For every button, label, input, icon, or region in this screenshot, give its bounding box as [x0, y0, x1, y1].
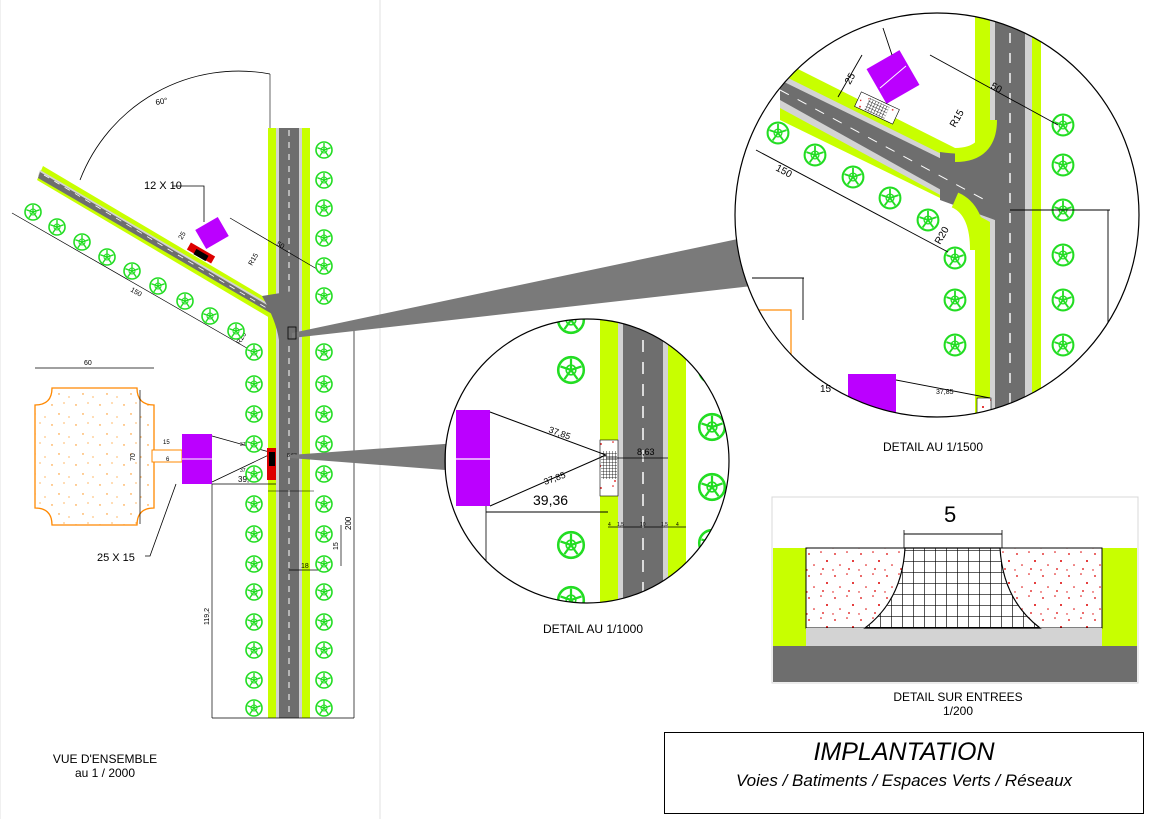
caption-overview-line2: au 1 / 2000: [74, 766, 136, 780]
caption-detail-entrees: DETAIL SUR ENTREES 1/200: [868, 690, 1048, 718]
dim-branch-25: 25: [178, 231, 188, 241]
caption-detail-1000: DETAIL AU 1/1000: [542, 622, 644, 636]
caption-overview-line1: VUE D'ENSEMBLE: [52, 752, 158, 766]
dim-branch-r15: R15: [248, 252, 261, 267]
dim-1500-25: 25: [843, 71, 858, 87]
dim-road-18: 18: [301, 563, 309, 570]
detail-1000: 37,85 37,85 8,63 39,36 4 1,5 10 1,5 4: [444, 318, 730, 604]
drawing-subtitle: Voies / Batiments / Espaces Verts / Rése…: [735, 771, 1073, 790]
dim-plot-60: 60: [84, 360, 92, 367]
dim-bld-6: 6: [166, 457, 170, 463]
label-main-building: 25 X 15: [97, 552, 135, 564]
dim-1000-w2: 1,5: [617, 522, 624, 528]
drawing-title: IMPLANTATION: [813, 738, 995, 766]
dim-1500-15: 15: [820, 384, 832, 395]
caption-entrees-line2: 1/200: [942, 704, 974, 718]
branch-building: [195, 216, 229, 250]
dim-1000-d4: 39,36: [533, 492, 568, 508]
dim-branch-50: 50: [275, 241, 285, 251]
dim-1000-w5: 4: [676, 522, 679, 528]
entry-grid-paving: [863, 547, 1042, 629]
dim-1500-37: 37,85: [936, 389, 954, 396]
dim-1000-w1: 4: [608, 522, 611, 528]
dim-1000-w3: 10: [640, 522, 646, 528]
dim-1500-50: 50: [989, 81, 1004, 96]
dim-branch-150: 150: [129, 287, 143, 299]
title-block: IMPLANTATION Voies / Batiments / Espaces…: [664, 732, 1144, 814]
caption-entrees-line1: DETAIL SUR ENTREES: [893, 690, 1023, 704]
dim-bld-15: 15: [163, 440, 170, 446]
dim-1000-w4: 1,5: [661, 522, 668, 528]
dim-1000-d3: 8,63: [637, 447, 655, 457]
detail-entrees: 5: [771, 496, 1139, 684]
dim-angle: 60°: [155, 96, 168, 107]
dim-plot-70: 70: [130, 453, 137, 461]
branch-road: [38, 172, 279, 318]
overview-plan: 60° 12 X 10 25 50 R15 150 R20 60 70 15 6…: [11, 70, 355, 719]
detail-1500: 25 50 R15 150 R20 15 37,85: [734, 12, 1140, 418]
dim-entrees-5: 5: [944, 502, 956, 527]
callout-wedge-1500: [292, 236, 752, 338]
dim-road-1192: 119,2: [204, 608, 211, 625]
callout-wedge-1000: [290, 443, 458, 471]
dim-road-15: 15: [333, 542, 340, 550]
label-branch-building: 12 X 10: [144, 180, 182, 192]
caption-overview: VUE D'ENSEMBLE au 1 / 2000: [40, 752, 170, 780]
caption-detail-1500: DETAIL AU 1/1500: [882, 440, 984, 454]
dim-road-200: 200: [344, 516, 353, 530]
plot-outline: [34, 387, 155, 526]
